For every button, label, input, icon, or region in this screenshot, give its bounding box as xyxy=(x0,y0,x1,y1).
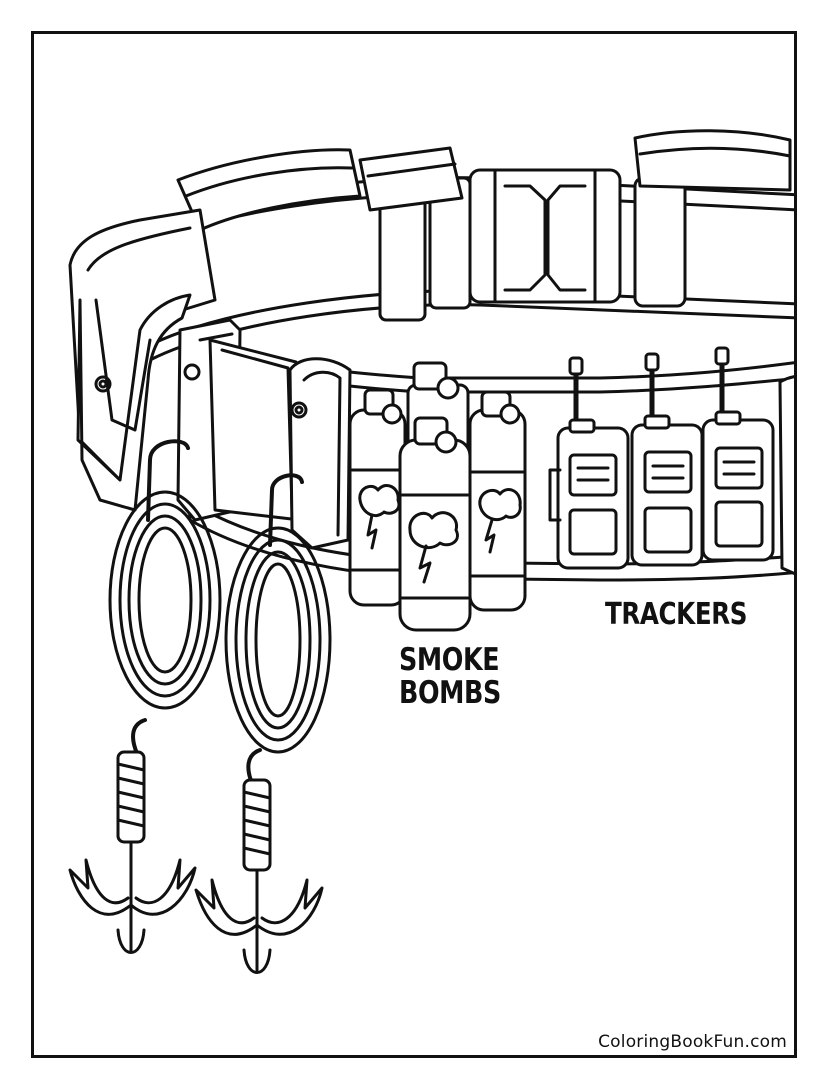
buckle-icon xyxy=(378,168,687,322)
trackers-label: TRACKERS xyxy=(605,597,748,632)
smoke-bomb-icon xyxy=(348,361,527,632)
site-watermark: ColoringBookFun.com xyxy=(598,1032,787,1052)
pouch-icon xyxy=(176,129,792,232)
grappling-hook-icon xyxy=(68,718,324,974)
smoke-bombs-label: SMOKE BOMBS xyxy=(399,645,501,711)
smoke-label-line1: SMOKE xyxy=(399,642,500,678)
smoke-label-line2: BOMBS xyxy=(399,675,501,711)
tracker-icon xyxy=(548,346,775,570)
rope-coil-icon xyxy=(108,439,332,754)
side-pouches xyxy=(68,208,794,575)
